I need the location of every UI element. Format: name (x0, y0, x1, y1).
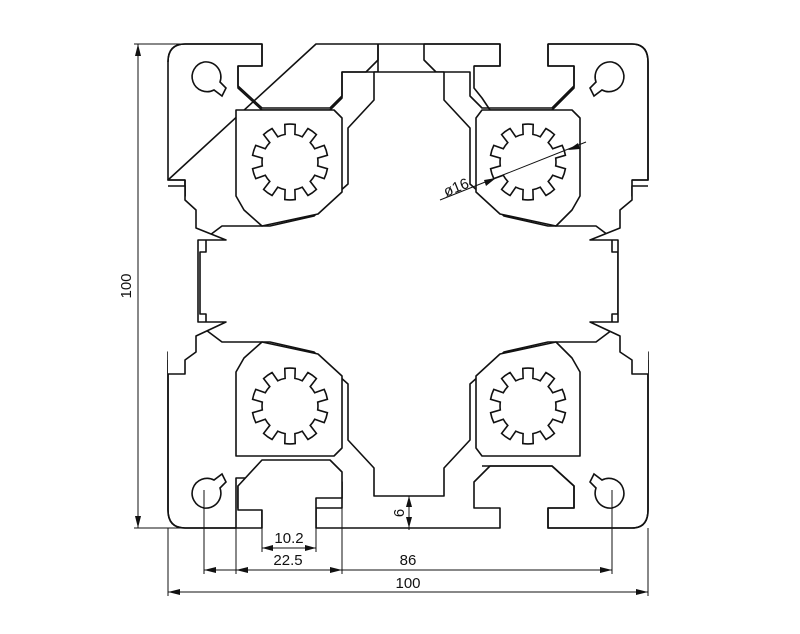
dim-height: 100 (118, 43, 185, 529)
dim-slot-opening: 10.2 (261, 510, 317, 552)
dim-slot-width-label: 22.5 (273, 552, 302, 569)
dim-slot-pitch-label: 86 (400, 552, 417, 569)
profile-body (167, 43, 649, 529)
dim-wall-depth-label: 6 (391, 509, 408, 517)
star-bore-top-right (489, 123, 567, 201)
dim-height-label: 100 (118, 273, 135, 298)
dim-slot-pitch: 86 (203, 490, 613, 574)
corner-hole-top-left (191, 61, 227, 98)
corner-hole-bottom-right (589, 472, 625, 509)
corner-block-top-right (423, 43, 575, 109)
t-slot-left (168, 185, 227, 375)
dim-width: 100 (167, 528, 649, 596)
dim-slot-width: 22.5 (235, 490, 343, 574)
t-slot-right (589, 185, 648, 375)
star-bore-bottom-left (251, 367, 329, 445)
corner-holes (191, 61, 625, 509)
star-bore-bottom-right (489, 367, 567, 445)
dim-width-label: 100 (395, 575, 420, 592)
center-cavity (199, 71, 619, 497)
dim-wall-depth: 6 (391, 496, 412, 530)
corner-hole-top-right (589, 61, 625, 98)
t-slot-bottom (237, 459, 343, 528)
corner-hole-bottom-left (191, 472, 227, 509)
star-bore-top-left (251, 123, 329, 201)
star-bores (251, 123, 567, 445)
dim-slot-opening-label: 10.2 (274, 530, 303, 547)
